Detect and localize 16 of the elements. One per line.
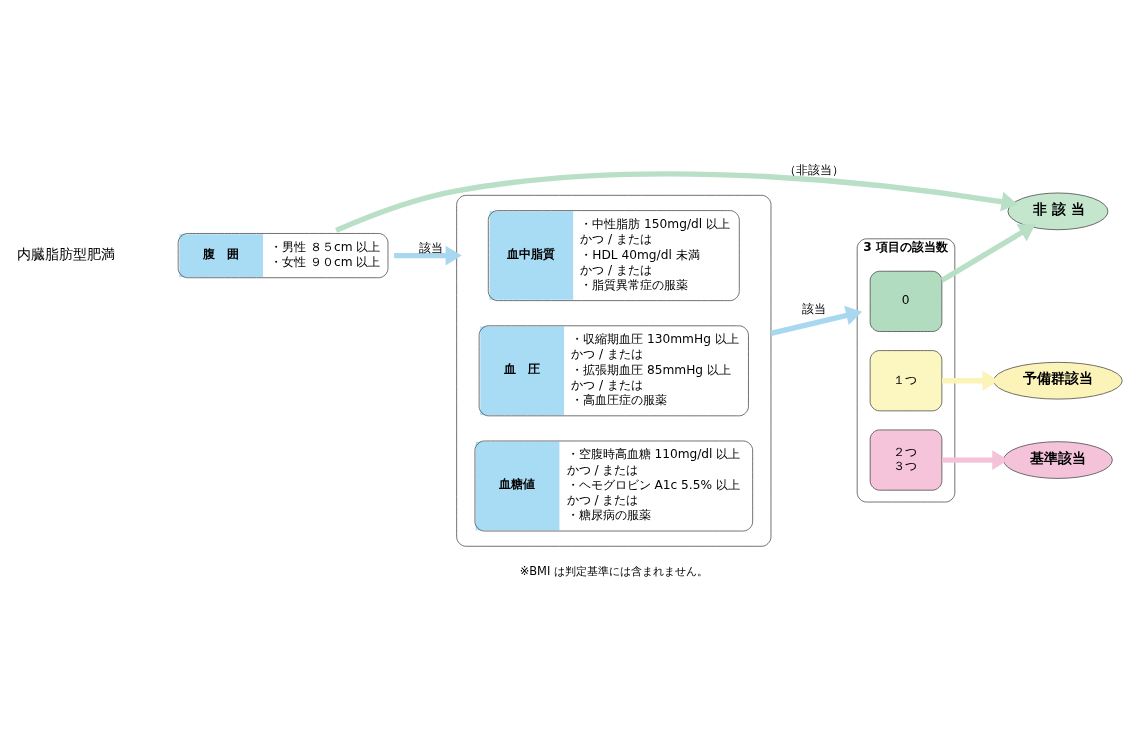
arrow	[394, 245, 462, 265]
arrow	[940, 223, 1036, 283]
arrow	[335, 170, 1018, 233]
node-ellipse: 非 該 当	[1007, 192, 1109, 230]
cluster	[456, 194, 772, 547]
node-box: 0	[869, 270, 943, 332]
edge-label: 該当	[802, 301, 827, 316]
edge-label: 該当	[419, 240, 444, 255]
label: 内臓脂肪型肥満	[17, 245, 116, 262]
node-box: １つ	[869, 349, 943, 411]
arrow	[770, 305, 863, 336]
label: ※BMI は判定基準には含まれません。	[519, 563, 708, 578]
edge-label: （非該当）	[784, 162, 845, 177]
node-ellipse: 予備群該当	[993, 361, 1123, 399]
node-ellipse: 基準該当	[1003, 440, 1113, 479]
node-box: ２つ ３つ	[869, 429, 943, 491]
